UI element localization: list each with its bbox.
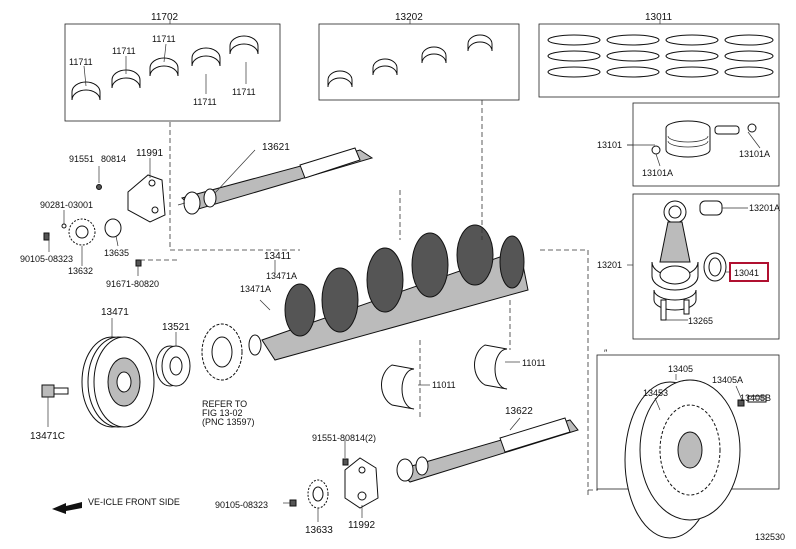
label-13622: 13622 [505, 406, 533, 417]
rod-bearing-set-box [318, 20, 520, 101]
connecting-rod-icon [651, 200, 727, 321]
label-13201: 13201 [597, 260, 622, 270]
timing-parts-lower [289, 457, 379, 509]
label-13405: 13405 [668, 364, 693, 374]
timing-parts-left [43, 174, 166, 267]
label-11991: 11991 [136, 148, 164, 159]
label-13521: 13521 [162, 322, 190, 333]
crankshaft [248, 224, 529, 361]
bearing-shell-icon [327, 34, 493, 88]
label-13632: 13632 [68, 266, 93, 276]
vehicle-front-arrow-icon [52, 502, 82, 514]
scale-mark: ″ [604, 348, 608, 358]
label-91671: 91671-80820 [106, 279, 159, 289]
label-80814: 80814 [101, 154, 126, 164]
label-11711: 11711 [152, 34, 176, 44]
label-13101a: 13101A [739, 149, 770, 159]
label-91551-2: 91551-80814(2) [312, 433, 376, 443]
label-90281: 90281-03001 [40, 200, 93, 210]
label-11711: 11711 [193, 97, 217, 107]
label-13471a: 13471A [240, 284, 271, 294]
label-11992: 11992 [348, 520, 376, 531]
label-91551: 91551 [69, 154, 94, 164]
label-13471c: 13471C [30, 431, 65, 442]
refer-fig-text: FIG 13-02 [202, 408, 243, 418]
piston-icon [651, 120, 757, 158]
timing-gear-icon [201, 323, 243, 381]
thrust-washer-icons [381, 344, 508, 410]
label-13453: 13453 [643, 388, 668, 398]
label-13411: 13411 [264, 251, 292, 262]
refer-to-text: REFER TO [202, 399, 247, 409]
label-90105: 90105-08323 [215, 500, 268, 510]
crankshaft-pulley [81, 336, 155, 428]
connecting-rod-box [627, 193, 780, 340]
label-13405a: 13405A [712, 375, 743, 385]
label-11711: 11711 [69, 57, 93, 67]
label-13621: 13621 [262, 142, 290, 153]
leader-lines [47, 131, 766, 522]
label-13201a: 13201A [749, 203, 780, 213]
label-13041: 13041 [734, 268, 759, 278]
label-11011: 11011 [432, 380, 456, 390]
label-11011: 11011 [522, 358, 546, 368]
vehicle-front-label: VE-ICLE FRONT SIDE [88, 497, 180, 507]
label-13265: 13265 [688, 316, 713, 326]
balance-shaft-upper [177, 147, 374, 215]
sprocket-icon [68, 218, 96, 246]
label-13405b: 13405B [740, 393, 771, 403]
label-11711: 11711 [232, 87, 256, 97]
crank-sprocket [155, 345, 191, 387]
reference-lines [140, 100, 598, 498]
label-13101a: 13101A [642, 168, 673, 178]
piston-ring-set-box [538, 20, 780, 98]
label-11702: 11702 [151, 12, 179, 23]
refer-pnc-text: (PNC 13597) [202, 417, 255, 427]
label-13471a: 13471A [266, 271, 297, 281]
piston-ring-icon [547, 34, 774, 78]
figure-number: 132530 [755, 532, 785, 542]
label-13471: 13471 [101, 307, 129, 318]
pulley-bolt-icon [41, 384, 69, 398]
label-13202: 13202 [395, 12, 423, 23]
label-11711: 11711 [112, 46, 136, 56]
piston-box [627, 102, 780, 187]
flywheel [596, 354, 780, 539]
main-bearing-set-box [64, 20, 281, 122]
label-13011: 13011 [645, 12, 673, 23]
label-90105: 90105-08323 [20, 254, 73, 264]
bearing-shell-icon [71, 35, 259, 101]
balance-shaft-lower [396, 417, 579, 483]
label-13101: 13101 [597, 140, 622, 150]
label-13635: 13635 [104, 248, 129, 258]
label-13633: 13633 [305, 525, 333, 536]
